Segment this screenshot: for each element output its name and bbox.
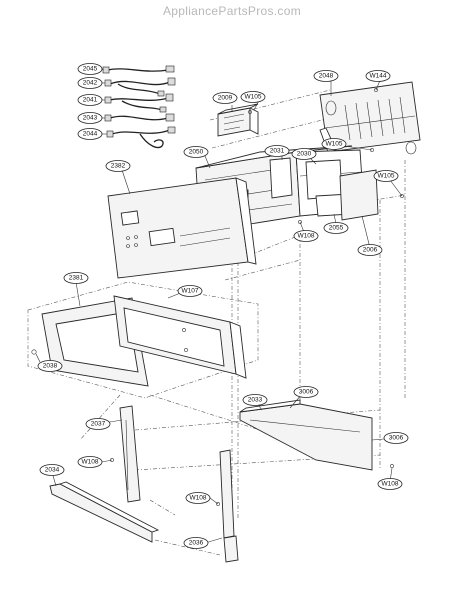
callout-2381-label: 2381 [69,275,84,282]
watermark-text: AppliancePartsPros.com [163,4,301,18]
callout-2055: 2055 [323,222,349,234]
callout-w108-a-label: W108 [298,233,315,240]
base-rail-2034 [49,481,160,543]
callout-w144: W144 [365,70,391,82]
callout-w105-b-label: W105 [326,141,343,148]
callout-3006-b-label: 3006 [389,435,404,442]
callout-2044: 2044 [77,128,103,140]
callout-3006-a-label: 3006 [299,389,314,396]
callout-w105-c: W105 [373,170,399,182]
callout-2009-label: 2009 [218,95,233,102]
callout-2048: 2048 [313,70,339,82]
callout-2036-label: 2036 [189,540,204,547]
callout-w144-label: W144 [370,73,387,80]
callout-2048-label: 2048 [319,73,334,80]
side-rail-2037 [119,405,141,503]
callout-2006: 2006 [357,244,383,256]
callout-2045: 2045 [77,63,103,75]
callout-2033: 2033 [242,394,268,406]
callout-2038: 2038 [37,360,63,372]
control-panel-2382 [107,177,257,279]
callout-2038-label: 2038 [43,363,58,370]
callout-2041: 2041 [77,94,103,106]
callout-2030: 2030 [291,148,317,160]
callout-2006-label: 2006 [363,247,378,254]
callout-w105-c-label: W105 [378,173,395,180]
callout-w105-a-label: W105 [245,94,262,101]
callout-2037-label: 2037 [91,421,106,428]
wire-harness-2043 [104,113,175,122]
vertical-strip-2036 [219,449,239,563]
callout-2043: 2043 [77,112,103,124]
callout-2382: 2382 [105,160,131,172]
wire-harness-2042 [104,77,176,97]
bracket-2030 [305,159,343,200]
callout-2382-label: 2382 [111,163,126,170]
callout-w108-b-label: W108 [82,459,99,466]
callout-w108-c-label: W108 [382,481,399,488]
callout-3006-b: 3006 [383,432,409,444]
callout-w105-b: W105 [321,138,347,150]
callout-w107: W107 [177,285,203,297]
callout-w108-d-label: W108 [190,495,207,502]
callout-2042: 2042 [77,77,103,89]
callout-w108-a: W108 [293,230,319,242]
wire-harness-2041 [104,93,174,113]
callout-2031-label: 2031 [270,148,285,155]
callout-w108-d: W108 [185,492,211,504]
bottom-trim-2033 [239,399,373,471]
callout-2381: 2381 [63,272,89,284]
bracket-2031 [269,157,293,199]
screws [110,88,404,506]
callouts: 2045 2042 2041 2043 2044 2009 W105 2048 … [37,63,409,549]
callout-w107-label: W107 [182,288,199,295]
callout-2042-label: 2042 [83,80,98,87]
door-frame-group-2381 [27,281,259,399]
callout-2034: 2034 [39,464,65,476]
callout-w108-b: W108 [77,456,103,468]
callout-2055-label: 2055 [329,225,344,232]
wire-harness-2045 [102,65,175,74]
callout-2034-label: 2034 [45,467,60,474]
callout-2030-label: 2030 [297,151,312,158]
callout-2031: 2031 [264,145,290,157]
callout-2050: 2050 [183,146,209,158]
control-board-2009 [217,103,259,137]
callout-2043-label: 2043 [83,115,98,122]
callout-w105-a: W105 [240,91,266,103]
callout-2033-label: 2033 [248,397,263,404]
callout-2050-label: 2050 [189,149,204,156]
side-bracket-2006 [339,169,379,221]
callout-2045-label: 2045 [83,66,98,73]
callout-3006-a: 3006 [293,386,319,398]
callout-2044-label: 2044 [83,131,98,138]
callout-2037: 2037 [85,418,111,430]
callout-2009: 2009 [212,92,238,104]
wire-harness-2044 [106,126,176,149]
callout-2041-label: 2041 [83,97,98,104]
callout-2036: 2036 [183,537,209,549]
callout-w108-c: W108 [377,478,403,490]
